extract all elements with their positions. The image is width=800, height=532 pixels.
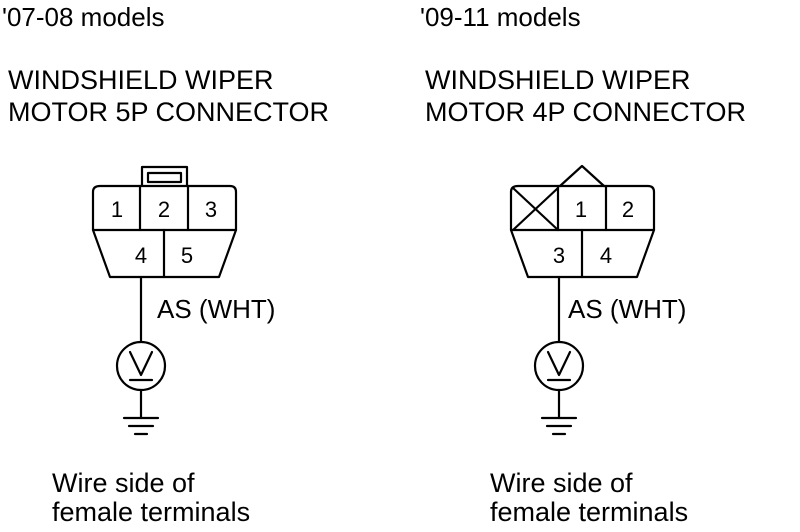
pin-number: 4 (135, 243, 147, 268)
right-title-line2: MOTOR 4P CONNECTOR (425, 97, 746, 127)
left-note-line1: Wire side of (52, 468, 195, 498)
right-title-line1: WINDSHIELD WIPER (425, 65, 691, 95)
left-note-line2: female terminals (52, 497, 250, 527)
left-wire-label: AS (WHT) (157, 294, 275, 324)
left-title-line1: WINDSHIELD WIPER (8, 65, 274, 95)
pin-number: 3 (553, 243, 565, 268)
left-panel: '07-08 models WINDSHIELD WIPER MOTOR 5P … (2, 2, 329, 527)
pin-number: 1 (575, 197, 587, 222)
left-title-line2: MOTOR 5P CONNECTOR (8, 97, 329, 127)
right-panel: '09-11 models WINDSHIELD WIPER MOTOR 4P … (420, 2, 746, 527)
ground-icon (122, 416, 160, 436)
right-connector-4p: 1 2 3 4 (509, 164, 656, 279)
left-model-label: '07-08 models (2, 2, 165, 32)
right-note-line2: female terminals (490, 497, 688, 527)
pin-number: 2 (158, 197, 170, 222)
voltmeter-icon (115, 340, 167, 392)
connector-lock-tab (558, 164, 606, 188)
ground-icon (540, 416, 578, 436)
voltmeter-icon (533, 340, 585, 392)
right-wire-label: AS (WHT) (568, 294, 686, 324)
pin-number: 2 (622, 197, 634, 222)
pin-number: 1 (111, 197, 123, 222)
pin-number: 5 (181, 243, 193, 268)
unused-cavity-cross-icon (511, 186, 560, 232)
right-model-label: '09-11 models (420, 2, 581, 32)
pin-number: 4 (600, 243, 612, 268)
connector-lock-tab-inner (146, 171, 183, 184)
left-connector-5p: 1 2 3 4 5 (91, 165, 238, 279)
pin-number: 3 (205, 197, 217, 222)
right-note-line1: Wire side of (490, 468, 633, 498)
